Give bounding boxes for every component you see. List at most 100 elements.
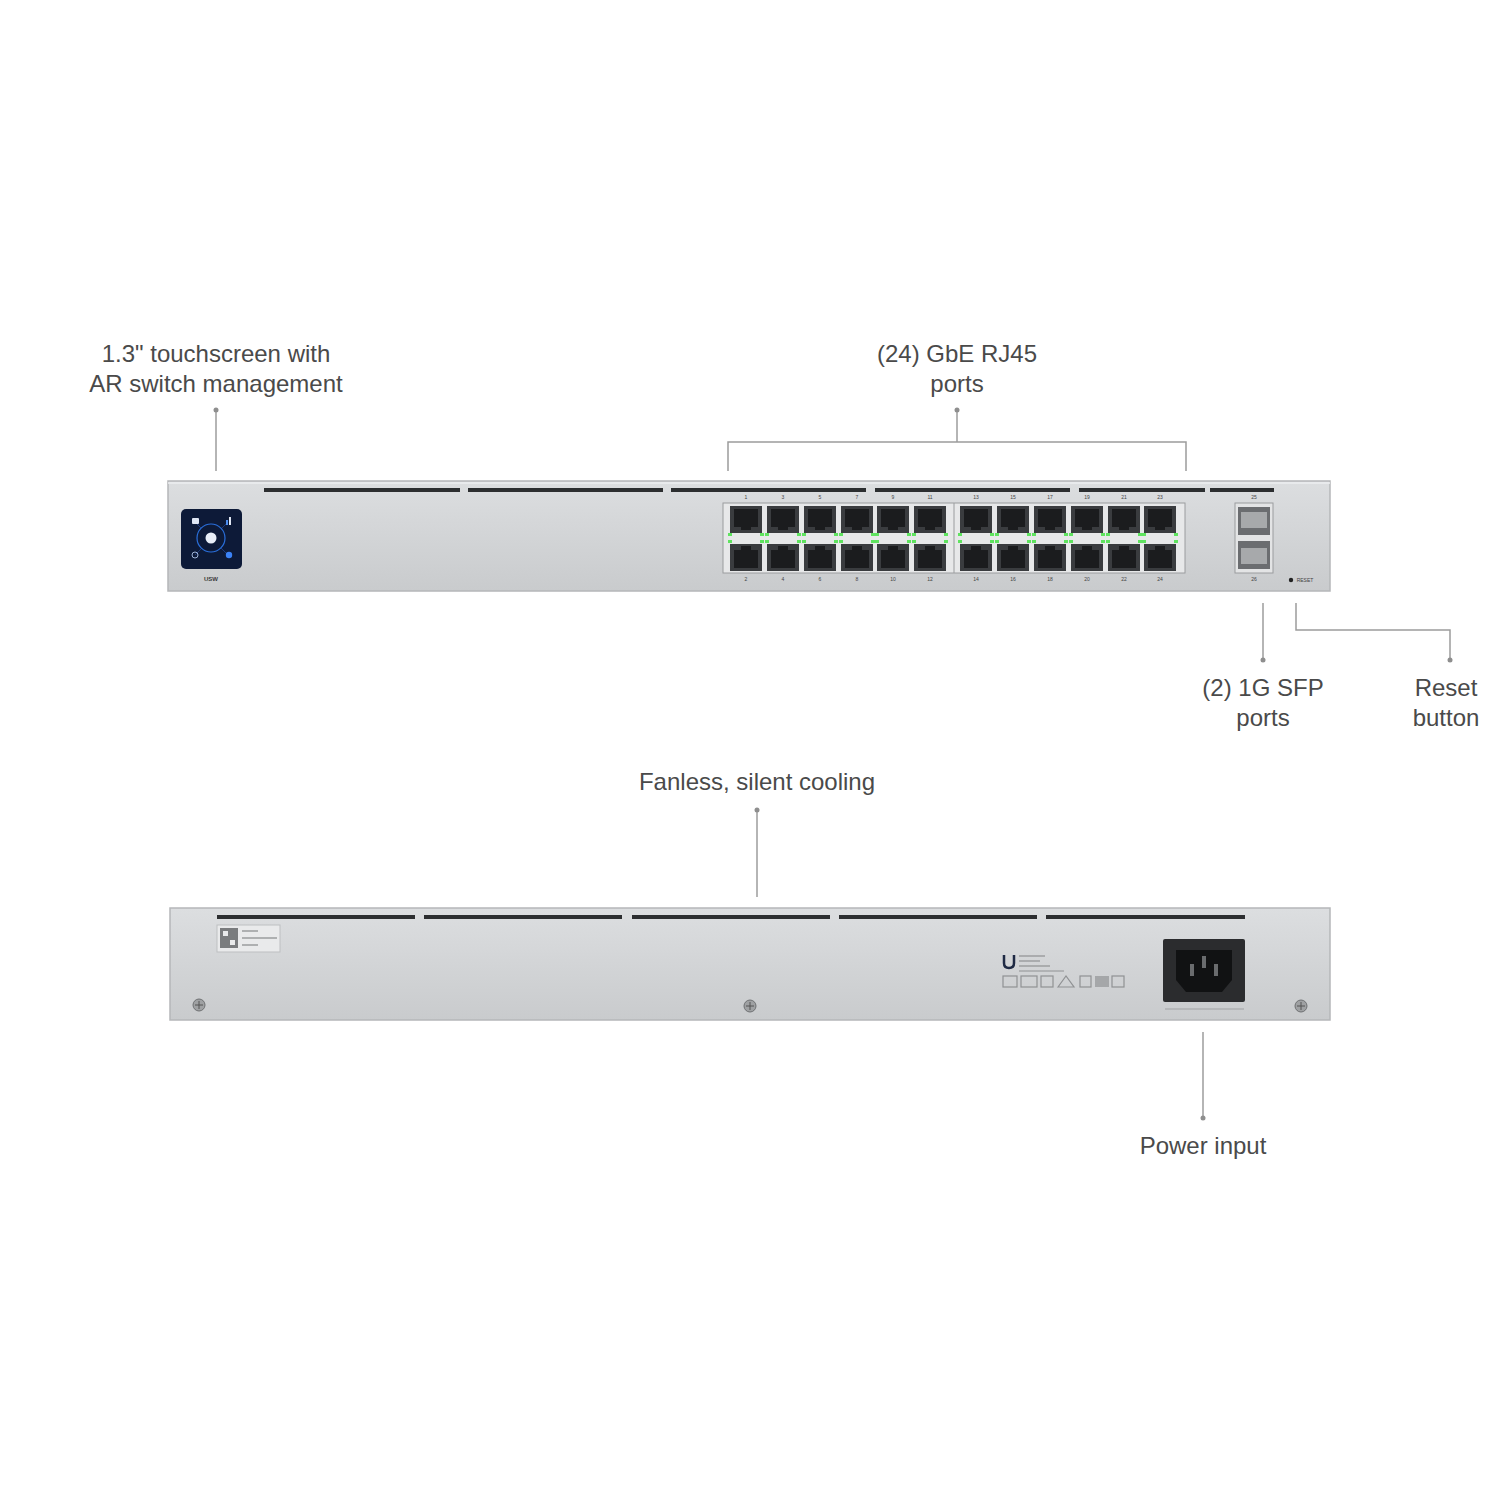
screw-slot	[195, 1001, 203, 1009]
port-socket	[1075, 509, 1099, 527]
port-shell	[804, 544, 836, 571]
port-led	[1064, 540, 1068, 543]
port-led	[839, 540, 843, 543]
sfp-cage	[1238, 507, 1270, 535]
rj45-port	[1069, 506, 1105, 536]
port-socket	[1148, 509, 1172, 527]
rj45-port	[728, 506, 764, 536]
screw-slot	[1297, 1002, 1305, 1010]
port-number: 3	[775, 494, 791, 500]
leader-line	[1296, 603, 1450, 660]
sticker-line	[242, 937, 277, 939]
port-shell	[1071, 506, 1103, 533]
port-number: 19	[1079, 494, 1095, 500]
sticker-line	[242, 930, 258, 932]
port-tab	[815, 525, 825, 530]
port-shell	[1144, 506, 1176, 533]
vent-slot	[1079, 488, 1205, 492]
vent-slot	[264, 488, 460, 492]
port-led	[1142, 540, 1146, 543]
power-inlet	[1163, 939, 1245, 1009]
port-tab	[815, 546, 825, 551]
port-led	[728, 533, 732, 536]
port-shell	[767, 544, 799, 571]
port-led	[990, 540, 994, 543]
screen-ring	[197, 524, 225, 552]
port-led	[834, 533, 838, 536]
port-led	[907, 540, 911, 543]
port-shell	[960, 544, 992, 571]
screw	[193, 999, 205, 1011]
port-led	[995, 533, 999, 536]
port-shell	[1108, 544, 1140, 571]
port-tab	[925, 525, 935, 530]
serial-sticker	[217, 925, 280, 952]
port-led	[1032, 540, 1036, 543]
port-number: 14	[968, 576, 984, 582]
port-socket	[1001, 509, 1025, 527]
port-tab	[778, 546, 788, 551]
port-number: 15	[1005, 494, 1021, 500]
port-led	[871, 540, 875, 543]
rj45-port	[1142, 540, 1178, 571]
port-led	[1138, 533, 1142, 536]
mark	[1021, 976, 1037, 987]
logo	[1004, 955, 1014, 968]
vent-slot	[468, 488, 663, 492]
screen-line	[195, 522, 228, 555]
port-number: 7	[849, 494, 865, 500]
sticker	[217, 925, 280, 952]
front-panel	[168, 481, 1330, 591]
port-tab	[852, 525, 862, 530]
port-number: 8	[849, 576, 865, 582]
mark	[1095, 976, 1109, 987]
leader-line	[215, 410, 217, 471]
port-led	[1142, 533, 1146, 536]
vent-slot	[424, 915, 622, 919]
rear-vents	[217, 915, 1245, 919]
rj45-port	[875, 540, 911, 571]
leader-line	[1202, 1032, 1204, 1118]
leader-line	[756, 810, 758, 897]
mark	[1058, 976, 1074, 987]
port-tab	[1008, 546, 1018, 551]
leader-dot	[1201, 1116, 1206, 1121]
rj45-port	[728, 540, 764, 571]
port-tab	[1082, 525, 1092, 530]
leader-dot	[1448, 658, 1453, 663]
leader-line	[1262, 603, 1264, 660]
front-edge	[168, 482, 1330, 484]
screen	[181, 509, 242, 569]
port-number: 11	[922, 494, 938, 500]
screw	[744, 1000, 756, 1012]
port-socket	[845, 550, 869, 568]
port-number: 9	[885, 494, 901, 500]
callout-label: (24) GbE RJ45 ports	[862, 339, 1052, 399]
sticker-line	[242, 944, 258, 946]
port-led	[1069, 533, 1073, 536]
sfp-cage-inner	[1241, 512, 1267, 528]
port-led	[871, 533, 875, 536]
rj45-port	[958, 506, 994, 536]
vent-slot	[217, 915, 415, 919]
port-led	[1106, 540, 1110, 543]
port-led	[875, 533, 879, 536]
port-socket	[1075, 550, 1099, 568]
leader-dot	[1261, 658, 1266, 663]
front-housing	[168, 481, 1330, 591]
port-number: 12	[922, 576, 938, 582]
callout-label: (2) 1G SFP ports	[1188, 673, 1338, 733]
port-socket	[1112, 509, 1136, 527]
port-tab	[852, 546, 862, 551]
port-shell	[997, 506, 1029, 533]
mark-line	[1019, 960, 1040, 961]
rj45-port	[765, 540, 801, 571]
port-led	[990, 533, 994, 536]
port-socket	[918, 550, 942, 568]
port-socket	[881, 509, 905, 527]
port-shell	[841, 544, 873, 571]
vent-slot	[632, 915, 830, 919]
